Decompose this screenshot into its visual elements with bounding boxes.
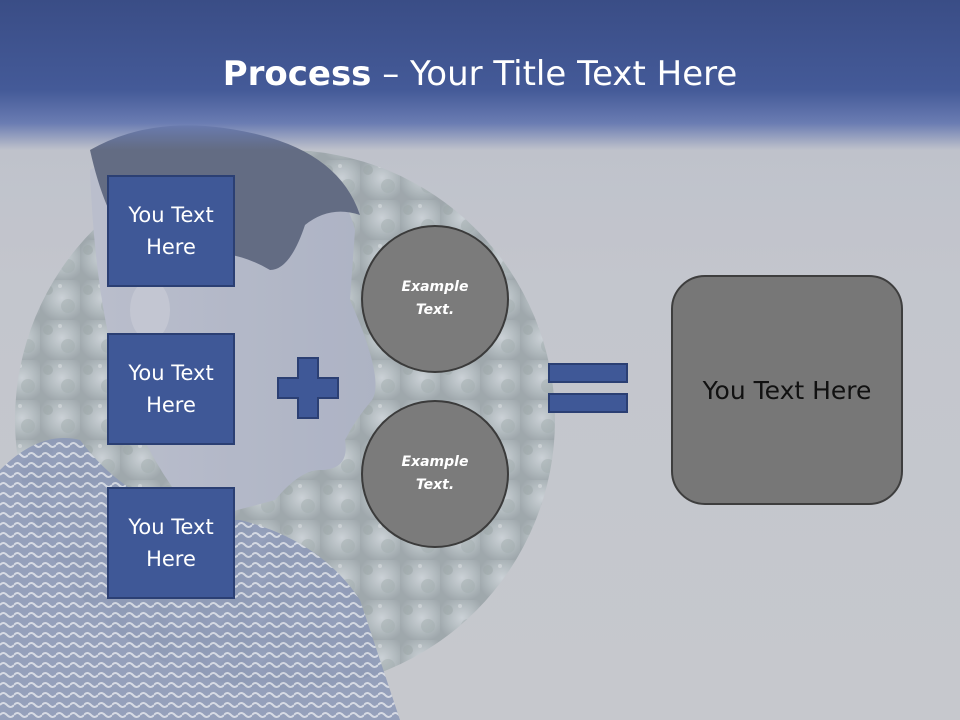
result-label: You Text Here [702, 375, 872, 405]
text-box-label: You Text Here [128, 203, 214, 259]
text-box-1[interactable]: You Text Here [107, 175, 235, 287]
equals-bar-bottom [548, 393, 628, 413]
example-circle-1[interactable]: Example Text. [361, 225, 509, 373]
text-box-label: You Text Here [128, 361, 214, 417]
text-box-label: You Text Here [128, 515, 214, 571]
example-circle-2[interactable]: Example Text. [361, 400, 509, 548]
circle-label: Example Text. [401, 279, 469, 318]
title-banner [0, 0, 960, 150]
title-bold: Process [222, 54, 372, 94]
circle-label: Example Text. [401, 454, 469, 493]
title-rest: – Your Title Text Here [371, 54, 738, 94]
text-box-3[interactable]: You Text Here [107, 487, 235, 599]
text-box-2[interactable]: You Text Here [107, 333, 235, 445]
slide-title[interactable]: Process – Your Title Text Here [0, 52, 960, 96]
equals-bar-top [548, 363, 628, 383]
result-box[interactable]: You Text Here [671, 275, 903, 505]
plus-icon[interactable] [276, 356, 340, 420]
